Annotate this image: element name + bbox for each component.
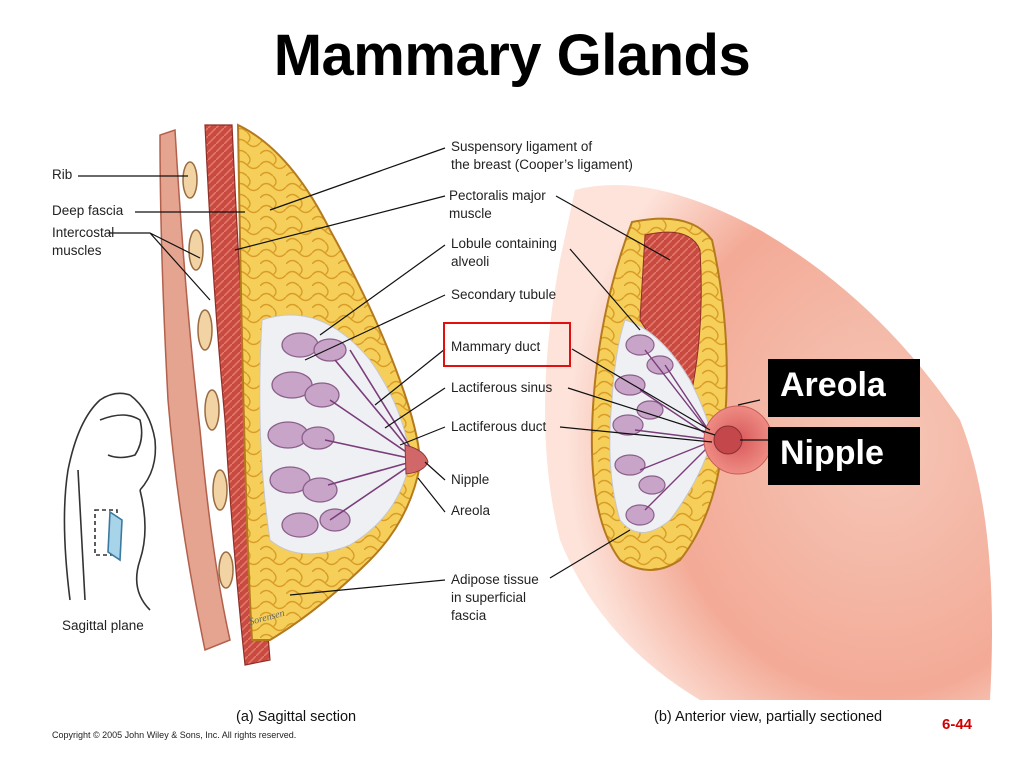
slide-title: Mammary Glands [273, 23, 751, 88]
callout-areola: Areola [768, 359, 920, 417]
label-pectoralis-major: Pectoralis major muscle [449, 188, 546, 221]
callout-nipple: Nipple [768, 427, 920, 485]
label-suspensory-ligament: Suspensory ligament of the breast (Coope… [451, 139, 633, 172]
mammary-duct-highlight [443, 322, 571, 367]
leader-lines [78, 147, 770, 596]
glandular-region-b [609, 319, 713, 533]
label-mammary-duct: Mammary duct [451, 339, 541, 354]
nipple-a [404, 444, 429, 475]
label-sagittal-plane: Sagittal plane [62, 618, 144, 633]
caption-anterior-view: (b) Anterior view, partially sectioned [654, 709, 883, 725]
sagittal-plane-figure [63, 392, 157, 611]
label-intercostal-muscles: Intercostal muscles [52, 225, 115, 258]
ribs [182, 161, 234, 589]
label-lactiferous-duct: Lactiferous duct [451, 419, 547, 434]
caption-sagittal-section: (a) Sagittal section [236, 709, 357, 725]
label-areola: Areola [451, 503, 491, 518]
label-deep-fascia: Deep fascia [52, 203, 124, 218]
label-rib: Rib [52, 167, 73, 182]
ducts-b [634, 349, 716, 511]
label-lobule: Lobule containing alveoli [451, 236, 557, 269]
intercostal-muscles-band [159, 128, 231, 652]
label-secondary-tubule: Secondary tubule [451, 287, 557, 302]
pectoralis-b [639, 231, 702, 402]
label-lactiferous-sinus: Lactiferous sinus [451, 380, 553, 395]
label-nipple: Nipple [451, 472, 490, 487]
ducts [324, 349, 419, 521]
nipple-b [713, 425, 743, 455]
sagittal-section-drawing: Sorensen [159, 123, 429, 666]
slide-number: 6-44 [942, 716, 973, 733]
copyright-notice: Copyright © 2005 John Wiley & Sons, Inc.… [52, 730, 297, 740]
label-adipose-tissue: Adipose tissue in superficial fascia [451, 572, 539, 623]
